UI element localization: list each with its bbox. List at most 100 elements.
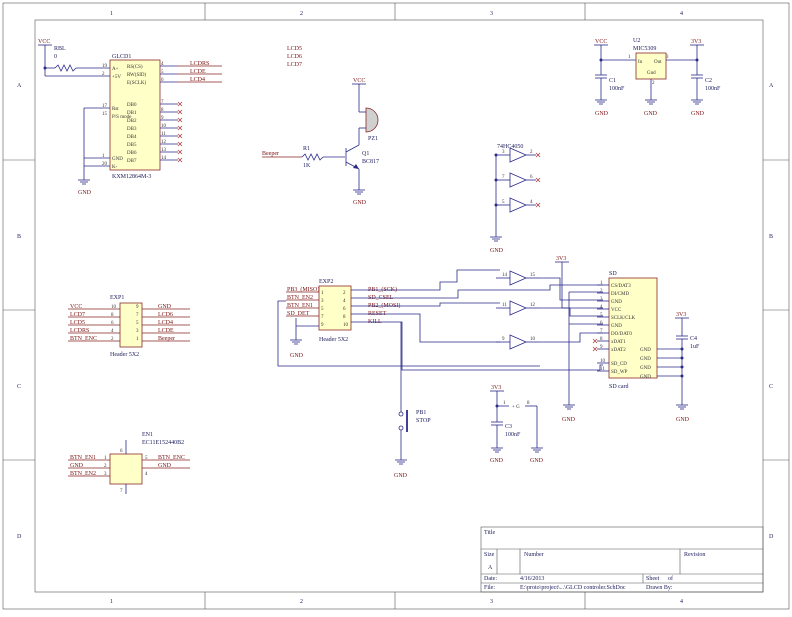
c3-g: + G [512, 405, 520, 410]
rbl-ref: RBL [54, 46, 66, 52]
pin-name: GND [640, 348, 651, 353]
row-label: A [769, 83, 774, 89]
pin-number: 10 [161, 124, 167, 129]
row-label: B [769, 234, 773, 240]
c1-value: 100nF [609, 86, 625, 92]
sd-body [608, 277, 658, 379]
no-connect-mark [177, 125, 183, 131]
r1-ref: R1 [303, 146, 310, 152]
pin-name: GND [112, 157, 123, 162]
net-label: BTN_ENC [70, 336, 97, 342]
date-value: 4/16/2013 [520, 576, 544, 582]
pin-number: 5 [136, 321, 139, 326]
pin-number: 8 [600, 337, 603, 342]
pin-number: 4 [343, 299, 346, 304]
pin-number: 15 [102, 112, 108, 117]
pin-number: 5 [600, 313, 603, 318]
pin-name: DB2 [127, 119, 137, 124]
u2-pin-gnd: Gnd [647, 71, 656, 76]
net-label: BTN_EN1 [287, 303, 313, 309]
net-label: LCDE [190, 69, 206, 75]
row-label: D [17, 534, 22, 540]
pin-number: 11 [161, 132, 166, 137]
nc-label: LCD7 [287, 62, 302, 68]
net-label: GND [70, 463, 84, 469]
pb1-label: STOP [416, 418, 431, 424]
pin-number: 9 [502, 337, 505, 342]
u2-p1: 1 [628, 55, 631, 60]
c3-value: 100nF [505, 432, 521, 438]
col-label: 2 [300, 11, 303, 17]
exp2-ref: EXP2 [319, 279, 333, 285]
net-label: BTN_EN2 [70, 471, 96, 477]
nc-label: LCD6 [287, 54, 302, 60]
row-label: A [17, 83, 22, 89]
pin-name: GND [611, 300, 622, 305]
col-label: 1 [110, 599, 113, 605]
pin-name: K- [112, 165, 118, 170]
reg-gnd-label: GND [595, 111, 609, 117]
c3-gnd-label: GND [530, 458, 544, 464]
pb1-gnd-label: GND [394, 473, 408, 479]
exp2-gnd-label: GND [290, 353, 304, 359]
pin-number: 8 [161, 108, 164, 113]
c4-ref: C4 [690, 336, 697, 342]
c3-p1: 1 [503, 401, 506, 406]
pin-number: 4 [161, 62, 164, 67]
pin-number: 3 [502, 150, 505, 155]
no-connect-mark [177, 149, 183, 155]
no-connect-mark [177, 133, 183, 139]
c4-gnd-label: GND [676, 417, 690, 423]
exp2-part: Header 5X2 [319, 337, 348, 343]
sd-3v3-label: 3V3 [556, 256, 566, 262]
net-label: LCDRS [190, 61, 209, 67]
en1-body [109, 453, 143, 485]
pin-name: GND [640, 375, 651, 380]
pin-number: 2 [111, 337, 114, 342]
pin-number: 19 [102, 64, 108, 69]
pin-name: VCC [611, 308, 622, 313]
pin-number: 5 [145, 456, 148, 461]
vcc-label: VCC [38, 39, 50, 45]
pin-name: xDAT2 [611, 348, 626, 353]
pin-name: DB0 [127, 103, 137, 108]
file-value: E:\proto\project\...\GLCD controler.SchD… [520, 585, 626, 591]
pz-ref: PZ1 [368, 136, 378, 142]
pin-number: 4 [600, 305, 603, 310]
number-label: Number [524, 552, 544, 558]
pin-number: 4 [530, 200, 533, 205]
pin-number: 2 [343, 291, 346, 296]
glcd-ref: GLCD1 [112, 54, 131, 60]
net-label: LCD7 [70, 312, 85, 318]
buffer-gnd-label: GND [490, 248, 504, 254]
net-label: BTN_EN2 [287, 295, 313, 301]
pin-number: 9 [161, 116, 164, 121]
reg-gnd-label: GND [691, 111, 705, 117]
rbl-value: 0 [54, 54, 57, 60]
r1-value: 1K [303, 163, 311, 169]
no-connect-mark [592, 346, 598, 352]
pb1-section: PB1 STOP GND [394, 402, 431, 479]
no-connect-mark [592, 338, 598, 344]
no-connect-mark [177, 117, 183, 123]
c4-value: 1uF [690, 344, 700, 350]
no-connect-mark [535, 177, 541, 183]
c3-3v3-label: 3V3 [491, 385, 501, 391]
pin-name: SD_WP [611, 370, 628, 375]
buzzer-section: VCC PZ1 Beeper R1 1K Q1 BC817 GND [262, 78, 379, 206]
pb1-contact [398, 411, 404, 417]
c3-section: 3V3 1 + G 8 C3 100nF GND GND [490, 385, 544, 464]
u2-ref: U2 [633, 38, 640, 44]
pin-number: 1 [104, 456, 107, 461]
inner-frame [34, 19, 764, 593]
en1-ref: EN1 [142, 432, 153, 438]
pin-number: 14 [161, 156, 167, 161]
date-label: Date: [484, 576, 497, 582]
net-label: LCDRS [70, 328, 89, 334]
u2-part: MIC5309 [633, 46, 656, 52]
pin-number: 8 [111, 313, 114, 318]
